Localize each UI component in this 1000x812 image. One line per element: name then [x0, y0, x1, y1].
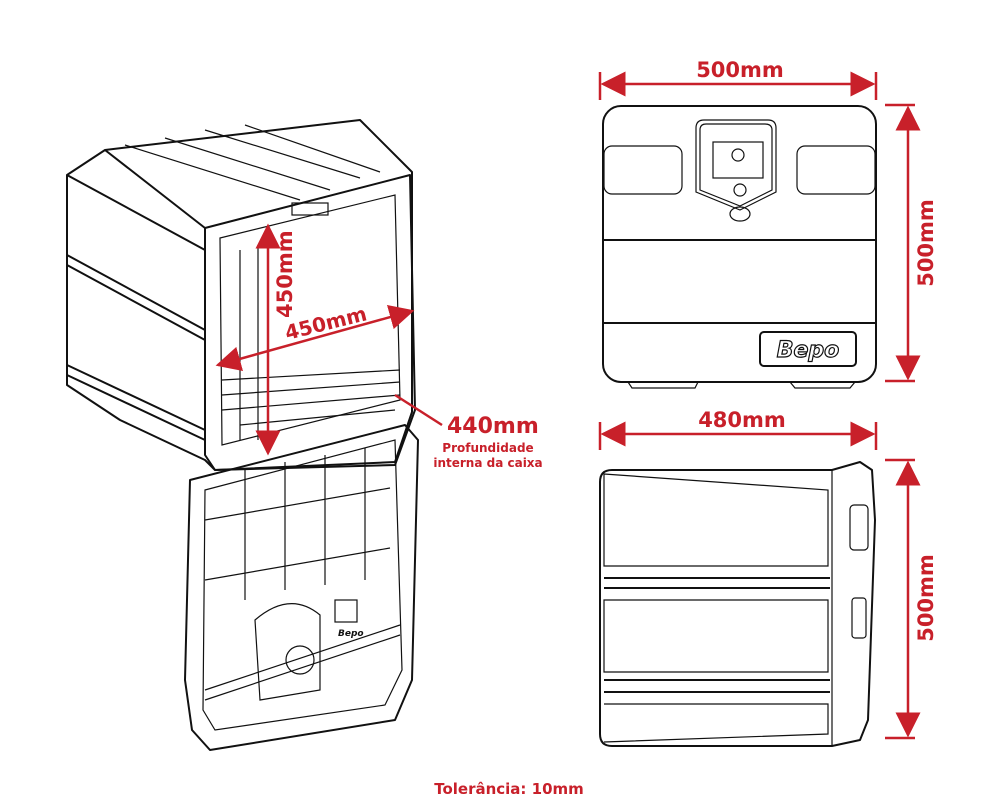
iso-width-dimension-line	[215, 304, 415, 372]
depth-note-line1: Profundidade	[442, 441, 533, 455]
iso-height-label: 450mm	[273, 230, 297, 318]
tolerance-note: Tolerância: 10mm	[434, 780, 584, 798]
front-width-label: 500mm	[696, 58, 784, 82]
front-logo: Bepo	[777, 338, 840, 363]
side-height-label: 500mm	[914, 554, 938, 642]
lid-logo: Bepo	[338, 629, 364, 639]
depth-note-line2: interna da caixa	[433, 456, 542, 470]
front-view-drawing: Bepo	[602, 105, 877, 389]
depth-leader-line	[394, 393, 443, 427]
side-view-drawing	[599, 461, 876, 747]
front-height-label: 500mm	[914, 199, 938, 287]
side-width-label: 480mm	[698, 408, 786, 432]
iso-box-drawing: Bepo	[66, 119, 419, 751]
iso-depth-label: 440mm	[447, 414, 539, 439]
